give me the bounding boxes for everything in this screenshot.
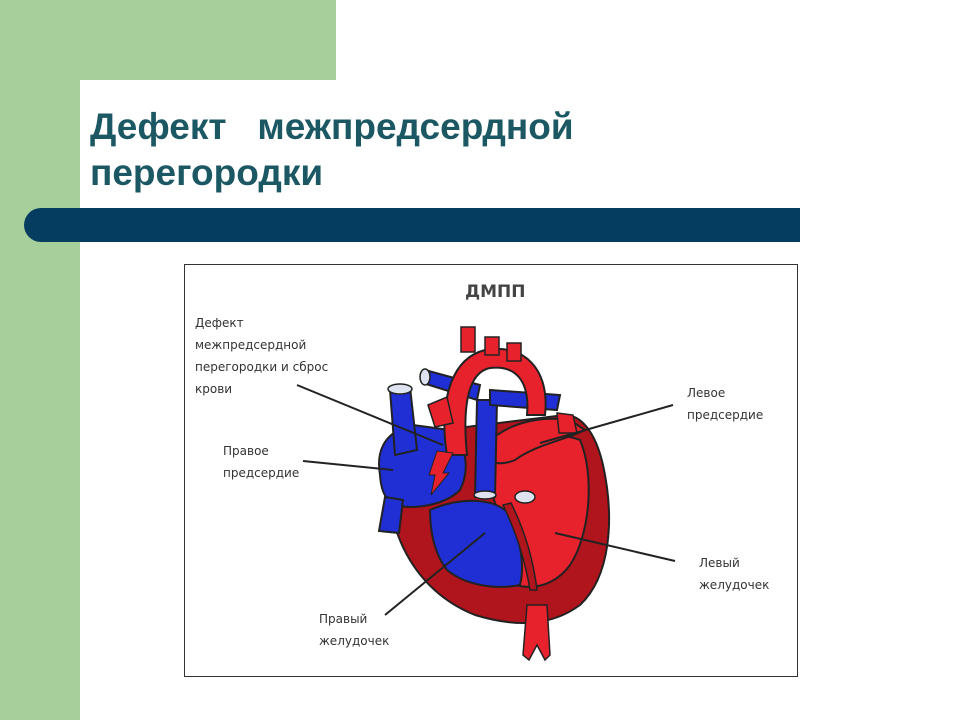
- label-left-ventricle: Левый желудочек: [699, 556, 769, 592]
- shunt-arrow: [428, 450, 454, 496]
- aorta-branch-1: [460, 326, 476, 353]
- aorta-branch-2: [484, 336, 500, 356]
- label-right-atrium: Правое предсердие: [223, 444, 299, 480]
- label-lv-line-2: желудочек: [699, 578, 769, 592]
- pointer-right-ventricle: [384, 532, 486, 616]
- green-side-strip: [0, 80, 80, 720]
- slide-title-line-2: перегородки: [90, 152, 324, 193]
- title-underline-bar: [24, 208, 800, 242]
- right-ventricle: [428, 499, 523, 588]
- label-rv-line-2: желудочек: [319, 634, 389, 648]
- label-asd-line-2: межпредсердной: [195, 338, 306, 352]
- label-ra-line-2: предсердие: [223, 466, 299, 480]
- label-asd: Дефект межпредсердной перегородки и сбро…: [195, 316, 328, 396]
- aortic-valve: [514, 490, 536, 504]
- interventricular-septum: [501, 502, 538, 591]
- aortic-arch: [443, 347, 547, 456]
- label-asd-line-4: крови: [195, 382, 232, 396]
- label-ra-line-1: Правое: [223, 444, 269, 458]
- label-left-atrium: Левое предсердие: [687, 386, 763, 422]
- pulmonary-valve: [473, 490, 497, 500]
- pointer-asd: [296, 384, 444, 446]
- pointer-left-atrium: [539, 404, 674, 444]
- label-rv-line-1: Правый: [319, 612, 367, 626]
- svc-opening: [387, 383, 413, 395]
- green-top-block: [0, 0, 336, 80]
- pulmonary-trunk: [473, 399, 499, 498]
- label-la-line-1: Левое: [687, 386, 725, 400]
- pulmonary-vein-left: [427, 395, 454, 428]
- superior-vena-cava: [388, 385, 419, 457]
- pointer-left-ventricle: [554, 532, 676, 562]
- inferior-vena-cava: [377, 495, 405, 535]
- aorta-branch-3: [506, 342, 522, 362]
- heart-diagram: ДМПП: [195, 282, 769, 662]
- label-asd-line-3: перегородки и сброс: [195, 360, 328, 374]
- label-right-ventricle: Правый желудочек: [319, 612, 389, 648]
- pulmonary-left-opening: [419, 368, 431, 386]
- pointer-right-atrium: [302, 460, 394, 471]
- pulmonary-artery-right: [489, 388, 562, 412]
- label-asd-line-1: Дефект: [195, 316, 244, 330]
- label-la-line-2: предсердие: [687, 408, 763, 422]
- slide-title-line-1: Дефект межпредсердной: [90, 106, 574, 147]
- heart-diagram-frame: ДМПП: [184, 264, 798, 677]
- label-lv-line-1: Левый: [699, 556, 740, 570]
- descending-aorta: [522, 604, 551, 662]
- slide-title: Дефект межпредсердной перегородки: [90, 104, 790, 196]
- diagram-title: ДМПП: [465, 282, 526, 302]
